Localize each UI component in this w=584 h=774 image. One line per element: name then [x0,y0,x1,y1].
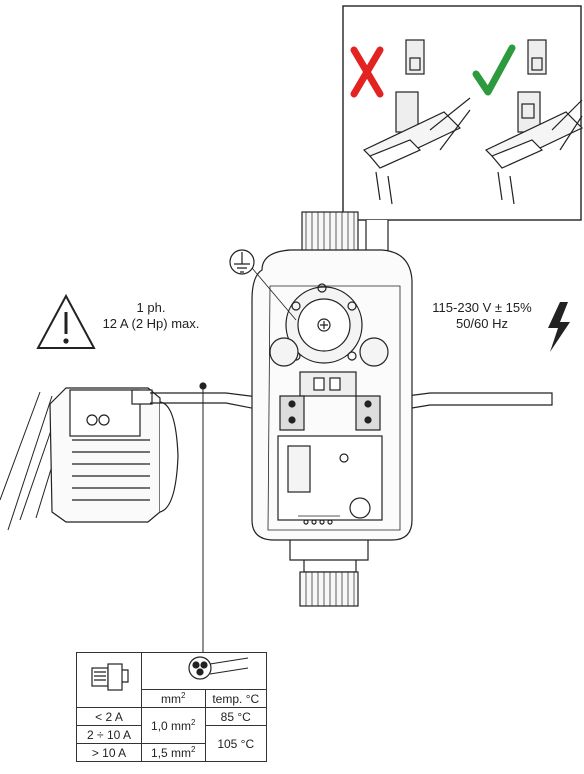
supply-rating-label: 115-230 V ± 15% 50/60 Hz [418,300,546,332]
current-cell: 2 ÷ 10 A [76,725,142,744]
phase-text: 1 ph. [136,300,166,315]
lightning-icon [548,302,570,352]
connector-inset [342,5,584,301]
current-cell: < 2 A [76,707,142,726]
wrong-connector-illustration [362,39,471,205]
warning-icon [36,293,96,349]
voltage-text: 115-230 V ± 15% [432,300,532,315]
correct-mark [472,44,516,96]
correct-connector-illustration [484,39,584,205]
pump-motor [0,387,179,531]
ground-icon [229,249,297,321]
section-cell: 1,5 mm2 [141,743,206,762]
motor-rating-label: 1 ph. 12 A (2 Hp) max. [96,300,206,332]
pump-icon-cell [76,652,142,708]
frequency-text: 50/60 Hz [455,316,509,331]
table-row: > 10 A 1,5 mm2 [76,743,267,762]
section-header: mm2 [141,689,206,708]
cable-icon-cell [141,652,267,690]
temp-header: temp. °C [204,689,267,708]
controller-unit [251,211,413,607]
section-cell: 1,0 mm2 [141,707,206,744]
table-header-icons [76,652,267,708]
current-max-text: 12 A (2 Hp) max. [102,316,200,331]
wrong-mark [350,46,384,98]
temp-cell: 105 °C [204,725,267,762]
table-row: < 2 A 1,0 mm2 85 °C [76,707,267,744]
cable-sizing-table: mm2 temp. °C < 2 A 1,0 mm2 85 °C 2 ÷ 10 … [76,652,267,762]
current-cell: > 10 A [76,743,142,762]
temp-cell: 85 °C [204,707,267,726]
